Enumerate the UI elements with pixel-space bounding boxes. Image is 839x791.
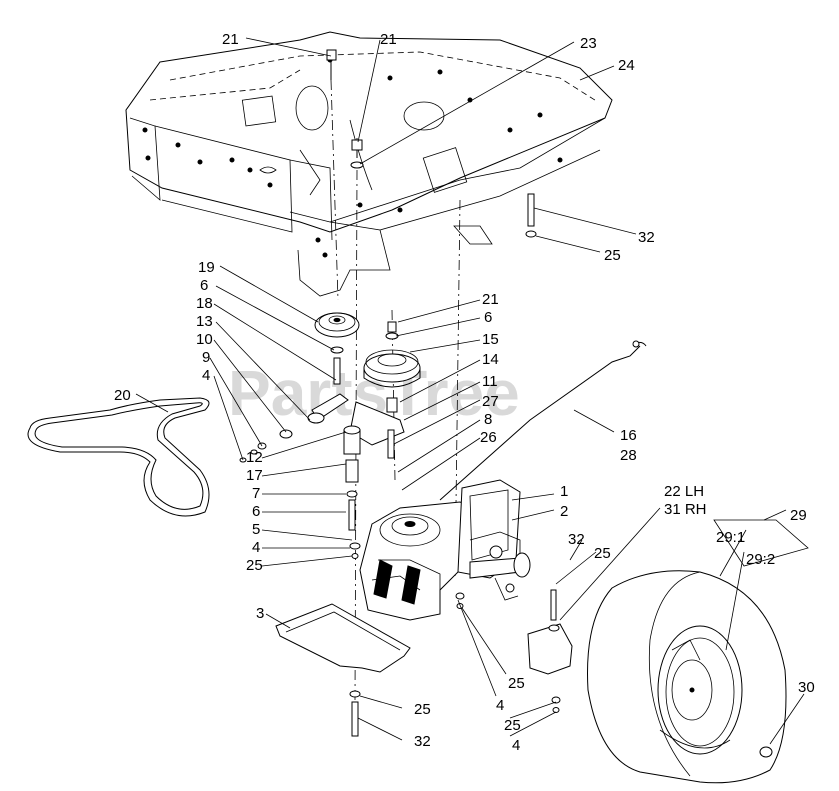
label-25-lower-left: 25 xyxy=(246,557,263,574)
label-10: 10 xyxy=(196,331,213,348)
pulley-19 xyxy=(314,312,360,338)
label-29-2: 29:2 xyxy=(746,551,775,568)
label-21-top-right: 21 xyxy=(380,31,397,48)
label-25-bottom-center: 25 xyxy=(414,701,431,718)
label-28: 28 xyxy=(620,447,637,464)
label-6-left: 6 xyxy=(200,277,208,294)
label-32-middle: 32 xyxy=(568,531,585,548)
mount-bracket xyxy=(455,589,573,713)
label-17: 17 xyxy=(246,467,263,484)
label-6-lower: 6 xyxy=(252,503,260,520)
part-labels: 21 21 23 24 32 25 19 6 18 13 10 9 4 20 2… xyxy=(114,31,815,754)
label-15: 15 xyxy=(482,331,499,348)
transaxle xyxy=(359,479,531,621)
rear-wheel xyxy=(587,570,787,784)
label-12: 12 xyxy=(246,449,263,466)
label-23: 23 xyxy=(580,35,597,52)
label-8: 8 xyxy=(484,411,492,428)
label-14: 14 xyxy=(482,351,499,368)
frame-assembly xyxy=(125,31,613,297)
label-25-upper: 25 xyxy=(604,247,621,264)
label-22-lh: 22 LH xyxy=(664,483,704,500)
label-7: 7 xyxy=(252,485,260,502)
leader-lines xyxy=(135,37,809,745)
label-24: 24 xyxy=(618,57,635,74)
control-rod xyxy=(439,340,647,501)
label-30: 30 xyxy=(798,679,815,696)
label-26: 26 xyxy=(480,429,497,446)
label-29: 29 xyxy=(790,507,807,524)
idler-arm xyxy=(307,393,405,531)
label-18: 18 xyxy=(196,295,213,312)
label-21-middle: 21 xyxy=(482,291,499,308)
label-4-left: 4 xyxy=(202,367,210,384)
label-11: 11 xyxy=(482,373,498,390)
label-13: 13 xyxy=(196,313,213,330)
label-3: 3 xyxy=(256,605,264,622)
label-21-top-left: 21 xyxy=(222,31,239,48)
frame-bolts xyxy=(326,49,537,238)
label-25-middle: 25 xyxy=(594,545,611,562)
label-4-lower: 4 xyxy=(252,539,260,556)
drive-belt xyxy=(27,397,210,517)
label-6-middle: 6 xyxy=(484,309,492,326)
label-16: 16 xyxy=(620,427,637,444)
label-25-bottom-a: 25 xyxy=(508,675,525,692)
plate-3 xyxy=(275,603,411,673)
label-31-rh: 31 RH xyxy=(664,501,707,518)
label-5: 5 xyxy=(252,521,260,538)
label-32-bottom: 32 xyxy=(414,733,431,750)
label-2: 2 xyxy=(560,503,568,520)
washer-6a xyxy=(330,346,344,385)
label-9: 9 xyxy=(202,349,210,366)
label-27: 27 xyxy=(482,393,499,410)
label-29-1: 29:1 xyxy=(716,529,745,546)
label-19: 19 xyxy=(198,259,215,276)
label-1: 1 xyxy=(560,483,568,500)
pulley-15 xyxy=(363,321,421,413)
bottom-bolt xyxy=(349,542,361,737)
label-4-bottom-b: 4 xyxy=(512,737,520,754)
label-4-bottom-a: 4 xyxy=(496,697,504,714)
label-25-bottom-b: 25 xyxy=(504,717,521,734)
label-20: 20 xyxy=(114,387,131,404)
label-32-upper: 32 xyxy=(638,229,655,246)
